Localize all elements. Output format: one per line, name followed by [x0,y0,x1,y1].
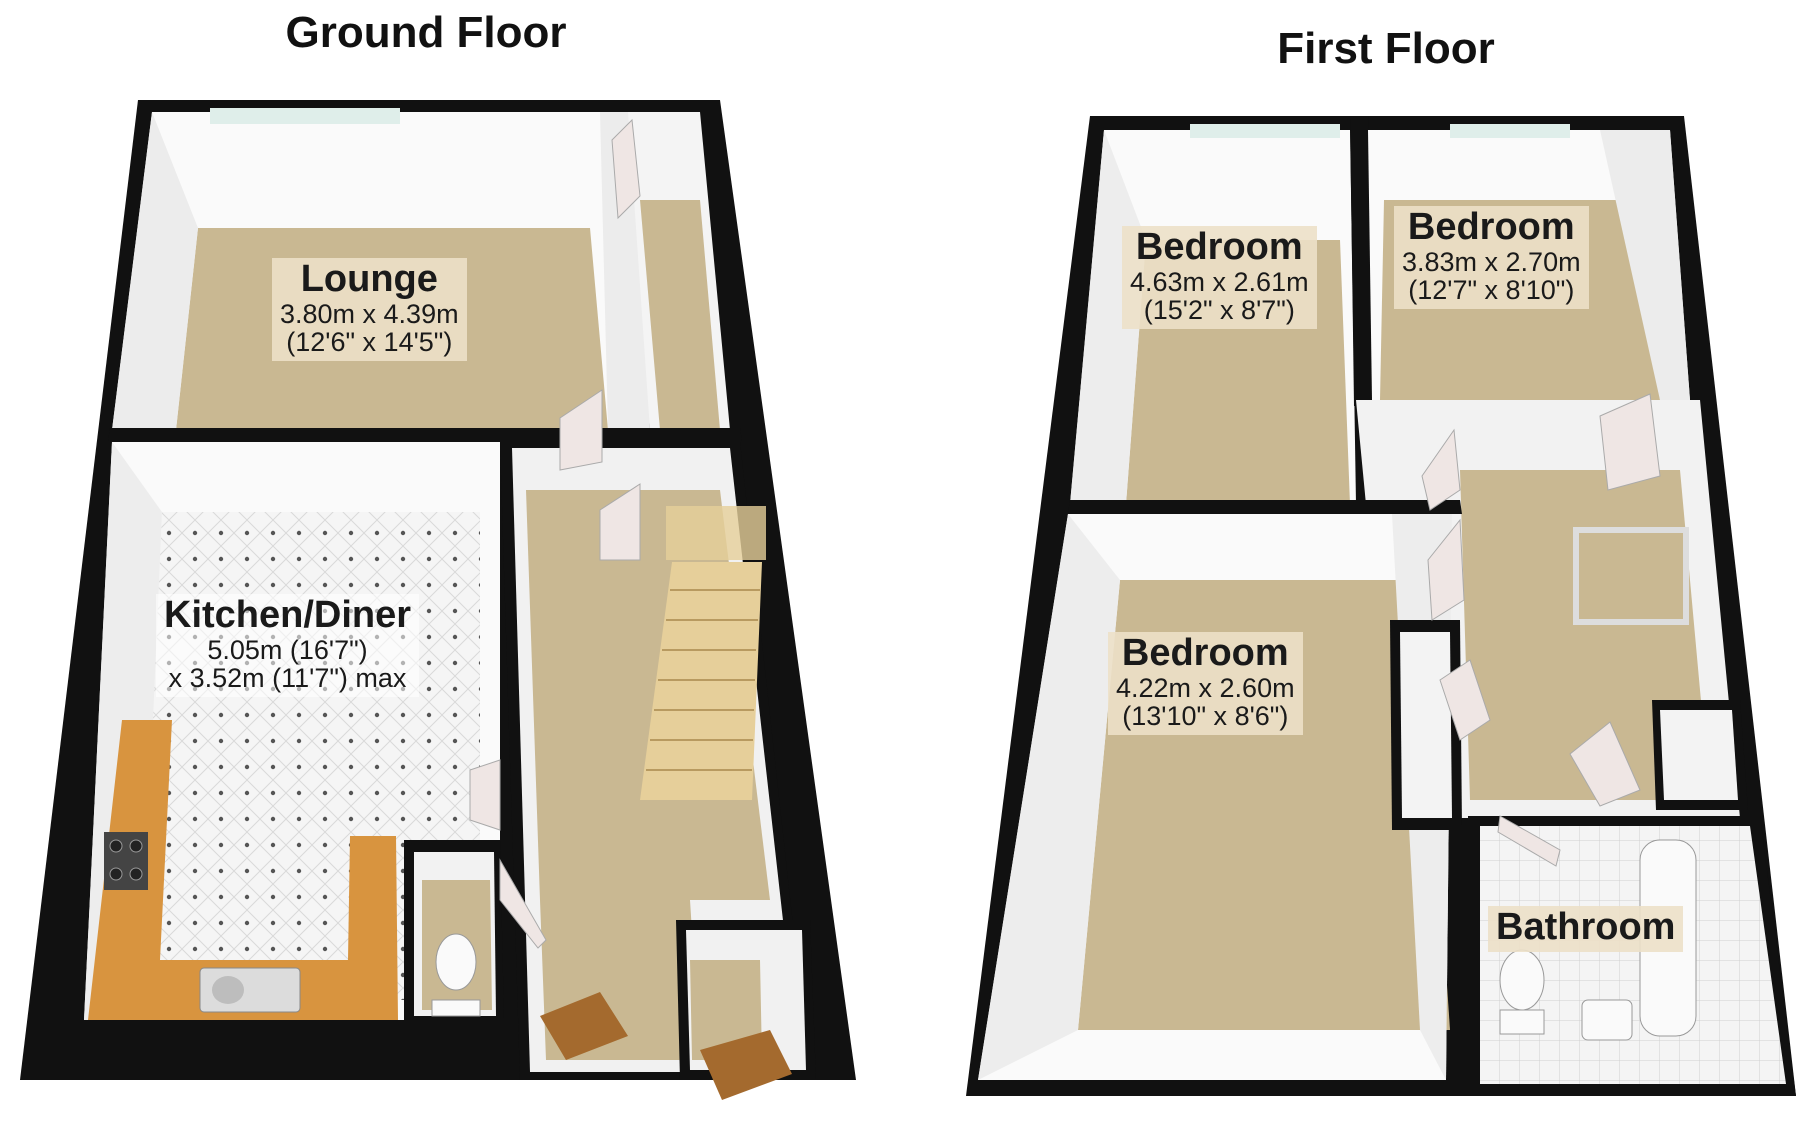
stair-banister [1573,527,1689,625]
door [499,858,547,949]
window [1450,124,1570,138]
door [1427,518,1465,621]
door [1421,428,1461,511]
room-name: Bedroom [1135,226,1303,268]
first-floor-plan [966,116,1796,1096]
basin-icon [1581,999,1633,1041]
door [1599,393,1661,491]
door [559,389,603,471]
door [599,483,641,561]
bedroom-2-label: Bedroom 3.83m x 2.70m (12'7" x 8'10") [1394,206,1589,309]
toilet-icon [435,933,477,991]
bathroom-room [1468,816,1796,1096]
ground-floor-title: Ground Floor [285,8,567,57]
room-name: Kitchen/Diner [164,594,412,636]
lounge-label: Lounge 3.80m x 4.39m (12'6" x 14'5") [272,258,467,361]
front-door [540,992,628,1060]
room-name: Bathroom [1496,906,1676,948]
room-dimensions-imperial: (15'2" x 8'7") [1143,295,1295,326]
room-dimensions: 5.05m (16'7") [207,634,368,665]
room-dimensions-max: x 3.52m (11'7") max [168,663,407,694]
door [469,759,501,831]
kitchen-diner-label: Kitchen/Diner 5.05m (16'7") x 3.52m (11'… [156,594,420,697]
room-dimensions: 4.22m x 2.60m [1116,672,1295,703]
lounge-window [210,108,400,124]
ground-floor-plan [20,100,856,1100]
toilet-icon [1499,949,1545,1011]
kitchen-worktop [88,720,398,1020]
bedroom-1-label: Bedroom 4.63m x 2.61m (15'2" x 8'7") [1122,226,1317,329]
bathroom-label: Bathroom [1488,906,1684,952]
door [611,118,641,220]
room-dimensions: 4.63m x 2.61m [1130,266,1309,297]
wc-room [404,840,504,1020]
room-dimensions: 3.80m x 4.39m [280,298,459,329]
entrance-hall [628,112,730,430]
front-door [700,1030,792,1100]
door [1569,721,1641,807]
room-dimensions-imperial: (13'10" x 8'6") [1122,701,1289,732]
room-name: Bedroom [1121,632,1289,674]
room-name: Lounge [300,258,438,300]
door [1439,659,1491,741]
bedroom-3-label: Bedroom 4.22m x 2.60m (13'10" x 8'6") [1108,632,1303,735]
staircase [640,506,766,800]
room-name: Bedroom [1407,206,1575,248]
room-dimensions-imperial: (12'7" x 8'10") [1408,275,1575,306]
first-floor-title: First Floor [1277,24,1495,73]
window [1190,124,1340,138]
room-dimensions-imperial: (12'6" x 14'5") [286,327,453,358]
room-dimensions: 3.83m x 2.70m [1402,246,1581,277]
door [1497,815,1561,867]
hob-icon [104,832,148,890]
